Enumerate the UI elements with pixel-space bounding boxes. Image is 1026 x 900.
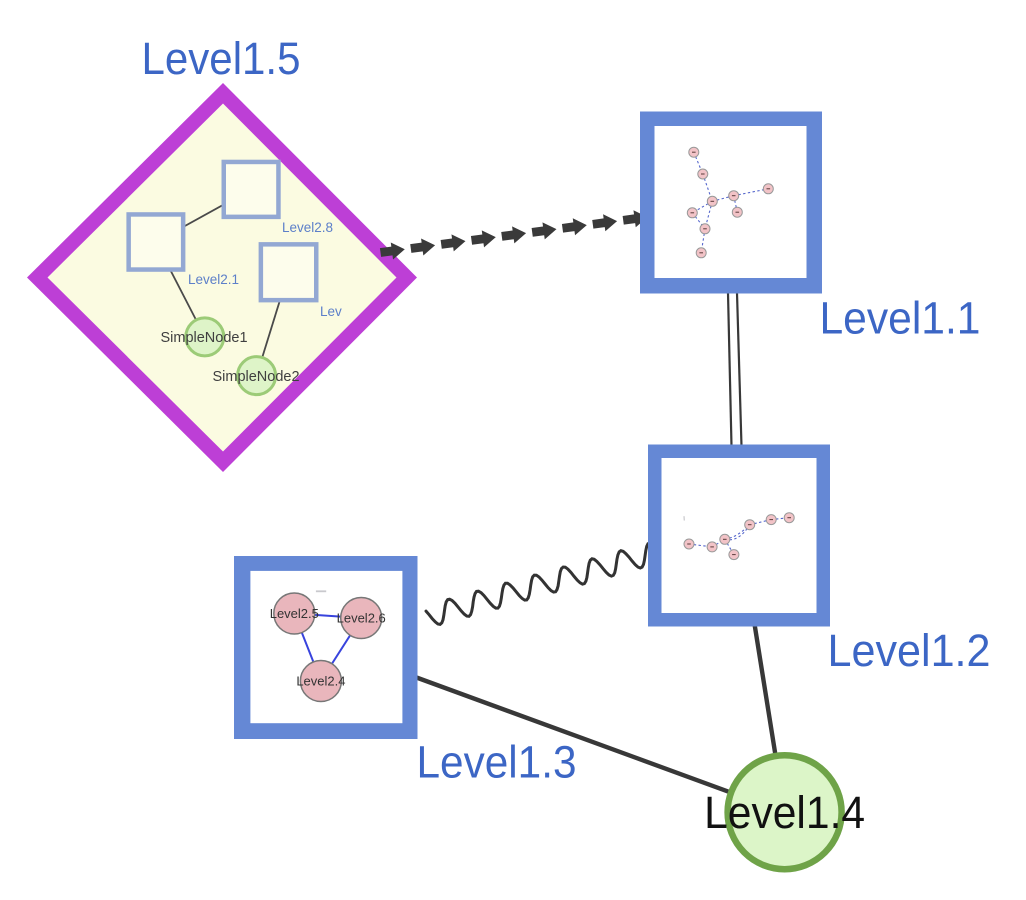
svg-text:Level1.2: Level1.2 [828, 625, 991, 676]
svg-text:Level2.1: Level2.1 [188, 272, 239, 287]
svg-text:Level1.4: Level1.4 [704, 787, 865, 838]
svg-text:Level2.8: Level2.8 [282, 220, 333, 235]
svg-text:Level2.5: Level2.5 [270, 606, 319, 621]
svg-text:Level2.4: Level2.4 [296, 674, 345, 689]
svg-text:Level1.3: Level1.3 [417, 736, 577, 787]
svg-text:SimpleNode1: SimpleNode1 [160, 330, 247, 346]
svg-text:Level2.6: Level2.6 [337, 611, 386, 626]
svg-text:SimpleNode2: SimpleNode2 [212, 369, 299, 385]
svg-text:Lev: Lev [320, 304, 342, 319]
svg-text:Level1.1: Level1.1 [820, 293, 981, 344]
svg-text:Level1.5: Level1.5 [142, 33, 301, 84]
